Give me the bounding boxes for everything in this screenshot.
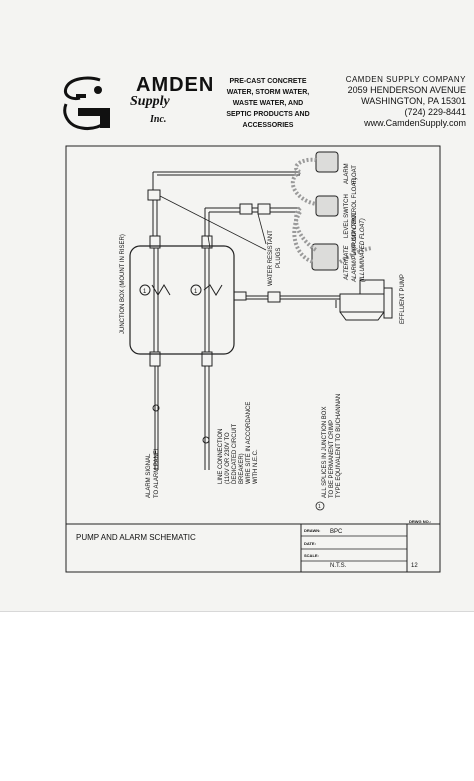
alarm-panel-label: TO ALARM PANEL <box>154 446 160 498</box>
splices-note-line-2: TO BE PERMANENT CRIMP <box>329 420 335 498</box>
products-line: WASTE WATER, AND <box>232 100 304 107</box>
website-link[interactable]: www.CamdenSupply.com <box>364 118 466 128</box>
nec-label: WITH N.E.C. <box>253 449 259 484</box>
effluent-pump <box>335 279 393 321</box>
logo-supply-text: Supply <box>130 94 170 109</box>
conduit-fitting <box>201 351 213 367</box>
city-state-zip: WASHINGTON, PA 15301 <box>361 96 466 106</box>
drawing-border <box>65 145 441 573</box>
phone-number: (724) 229-8441 <box>404 107 466 117</box>
alarm-float <box>315 151 339 173</box>
conduit-fitting <box>149 235 161 249</box>
document-page <box>0 0 474 612</box>
drawing-number-value: 12 <box>411 563 418 569</box>
splice-connectors: 1 1 <box>139 284 223 296</box>
logo-camden-text: AMDEN <box>136 74 215 96</box>
page-margin <box>0 612 474 781</box>
plugs-label: PLUGS <box>276 248 282 268</box>
junction-box <box>129 245 235 355</box>
note-marker: 1 <box>318 504 321 510</box>
line-connection-label: LINE CONNECTION <box>218 429 224 484</box>
products-description: PRE-CAST CONCRETE WATER, STORM WATER, WA… <box>218 76 318 131</box>
alternate-float <box>311 243 339 271</box>
page-edge <box>0 611 474 612</box>
alternate-label-3: (ILLUMINATED FLOAT) <box>360 218 366 282</box>
street-address: 2059 HENDERSON AVENUE <box>347 85 466 95</box>
logo-emblem-icon <box>63 76 110 130</box>
products-line: WATER, STORM WATER, <box>226 89 310 96</box>
line-connection-label-3: DEDICATED CIRCUIT <box>232 423 238 484</box>
level-switch-float <box>315 195 339 217</box>
water-resistant-label: WATER RESISTANT <box>268 230 274 286</box>
drawn-label: DRAWN: <box>304 528 320 533</box>
junction-box-label: JUNCTION BOX (MOUNT IN RISER) <box>120 234 126 334</box>
outgoing-cables <box>152 366 210 470</box>
company-address: CAMDEN SUPPLY COMPANY 2059 HENDERSON AVE… <box>318 74 466 129</box>
date-label: DATE: <box>304 541 316 546</box>
title-block: PUMP AND ALARM SCHEMATIC DRAWN: BPC DATE… <box>66 519 440 572</box>
float-cables <box>152 171 340 300</box>
alarm-signal-label: ALARM SIGNAL <box>146 453 152 498</box>
note-marker: 1 <box>143 289 147 295</box>
pump-control-float-label: (PUMP CONTROL FLOAT) <box>352 177 358 250</box>
note-marker: 1 <box>194 289 198 295</box>
water-resistant-plugs <box>147 189 281 303</box>
wire-site-label: WIRE SITE IN ACCORDANCE <box>246 402 252 484</box>
products-line: PRE-CAST CONCRETE <box>229 78 307 85</box>
products-line: SEPTIC PRODUCTS AND <box>226 111 310 118</box>
scale-label: SCALE: <box>304 553 319 558</box>
logo-inc-text: Inc. <box>150 114 167 125</box>
scale-value: N.T.S. <box>330 563 347 569</box>
conduit-fitting <box>201 235 213 249</box>
junction-wiring <box>153 248 210 352</box>
float-cord-bundle <box>338 246 373 264</box>
splices-note: 1 ALL SPLICES IN JUNCTION BOX TO BE PERM… <box>315 394 342 511</box>
alarm-float-label: ALARM <box>344 163 350 184</box>
drawing-title: PUMP AND ALARM SCHEMATIC <box>76 533 196 542</box>
alarm-float-label-2: FLOAT <box>352 165 358 184</box>
label-leaders <box>159 195 267 251</box>
drawing-number-label: DRWG NO.: <box>409 519 431 524</box>
products-line: ACCESSORIES <box>242 122 294 129</box>
alternate-label-2: ALARM/PUMP CONTROL <box>352 212 358 283</box>
line-connection-label-2: (110V OR 230V TO <box>225 432 231 484</box>
pump-alarm-schematic: PUMP AND ALARM SCHEMATIC DRAWN: BPC DATE… <box>65 145 441 573</box>
effluent-pump-label: EFFLUENT PUMP <box>400 274 406 324</box>
splices-note-line-1: ALL SPLICES IN JUNCTION BOX <box>322 407 328 498</box>
float-cord-bundle <box>290 157 318 264</box>
conduit-fitting <box>233 291 247 301</box>
company-name: CAMDEN SUPPLY COMPANY <box>345 75 466 84</box>
line-connection-label-4: BREAKER) <box>239 453 245 484</box>
drawn-value: BPC <box>330 529 343 535</box>
splices-note-line-3: TYPE EQUIVALENT TO BUCHANNAN <box>336 394 342 498</box>
level-switch-label: LEVEL SWITCH <box>344 194 350 238</box>
alternate-label: ALTERNATE <box>344 245 350 281</box>
camden-logo: AMDEN Supply Inc. <box>58 74 218 134</box>
